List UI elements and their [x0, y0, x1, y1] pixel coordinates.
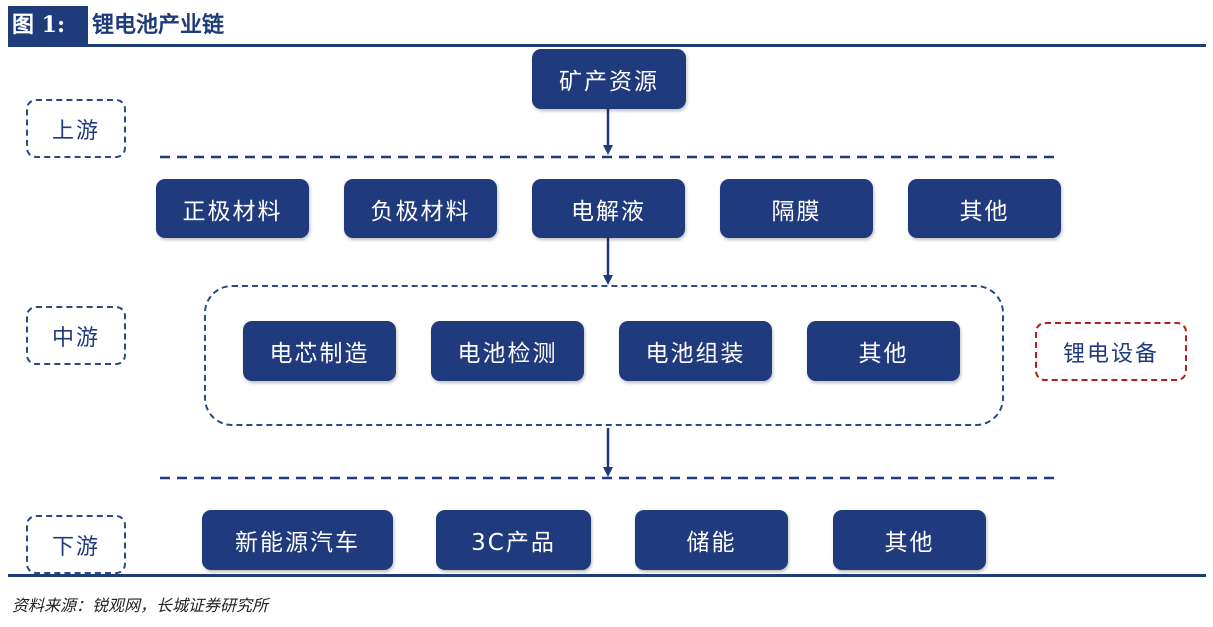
mfg-other-box: 其他	[807, 321, 960, 381]
material-other-box: 其他	[908, 179, 1061, 238]
material-cathode-box: 正极材料	[156, 179, 309, 238]
mfg-testing-box: 电池检测	[431, 321, 584, 381]
material-electrolyte-box: 电解液	[532, 179, 685, 238]
midstream-group	[204, 285, 1004, 426]
footer-rule	[8, 574, 1206, 577]
header-rule	[8, 44, 1206, 47]
source-note: 资料来源：锐观网，长城证券研究所	[12, 596, 269, 615]
figure-title: 锂电池产业链	[92, 12, 225, 38]
app-storage-box: 储能	[635, 510, 788, 570]
mineral-resources-box: 矿产资源	[532, 49, 686, 109]
app-3c-box: 3C产品	[436, 510, 591, 570]
stage-midstream: 中游	[26, 306, 126, 365]
equipment-box: 锂电设备	[1035, 322, 1187, 381]
stage-upstream: 上游	[26, 99, 126, 158]
mfg-assembly-box: 电池组装	[619, 321, 772, 381]
material-separator-box: 隔膜	[720, 179, 873, 238]
material-anode-box: 负极材料	[344, 179, 497, 238]
figure-label: 图 1:	[8, 6, 88, 44]
stage-downstream: 下游	[26, 515, 126, 574]
app-other-box: 其他	[833, 510, 986, 570]
mfg-cell-box: 电芯制造	[243, 321, 396, 381]
app-ev-box: 新能源汽车	[202, 510, 393, 570]
